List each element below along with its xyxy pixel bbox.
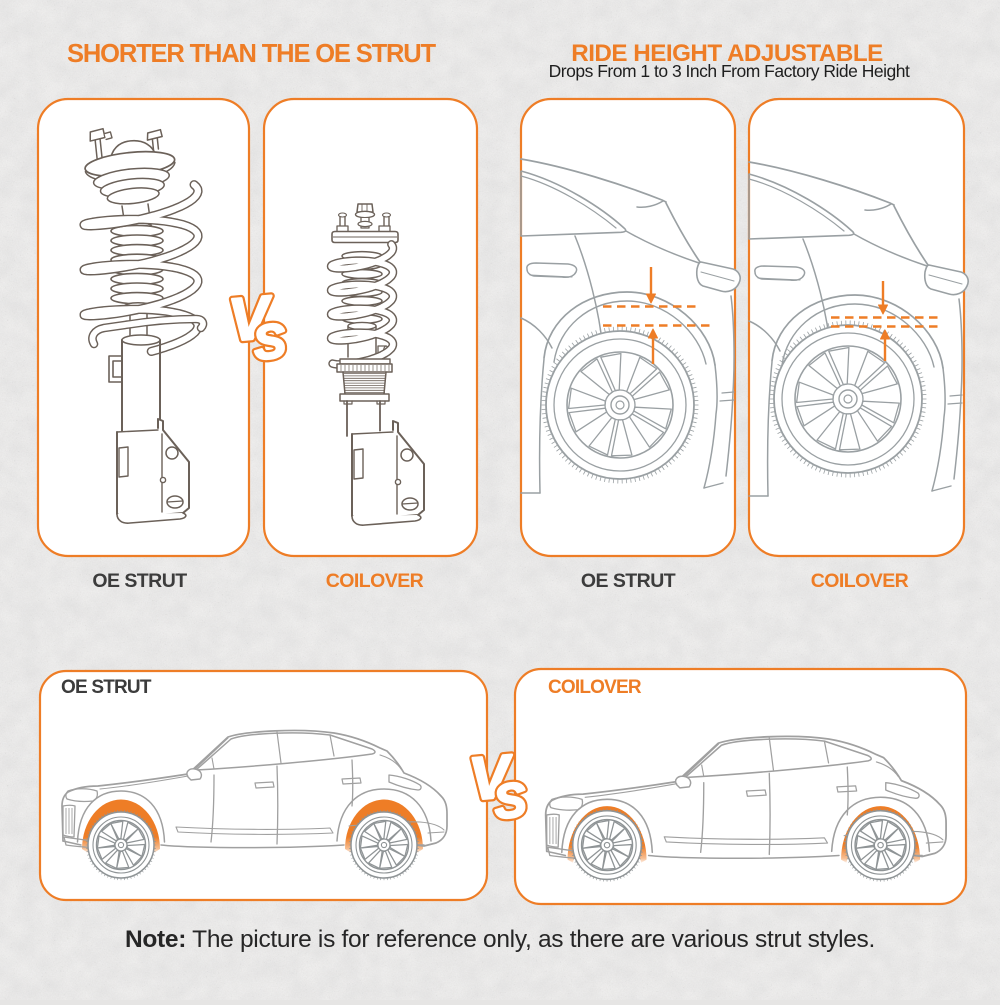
svg-text:S: S	[250, 314, 288, 371]
